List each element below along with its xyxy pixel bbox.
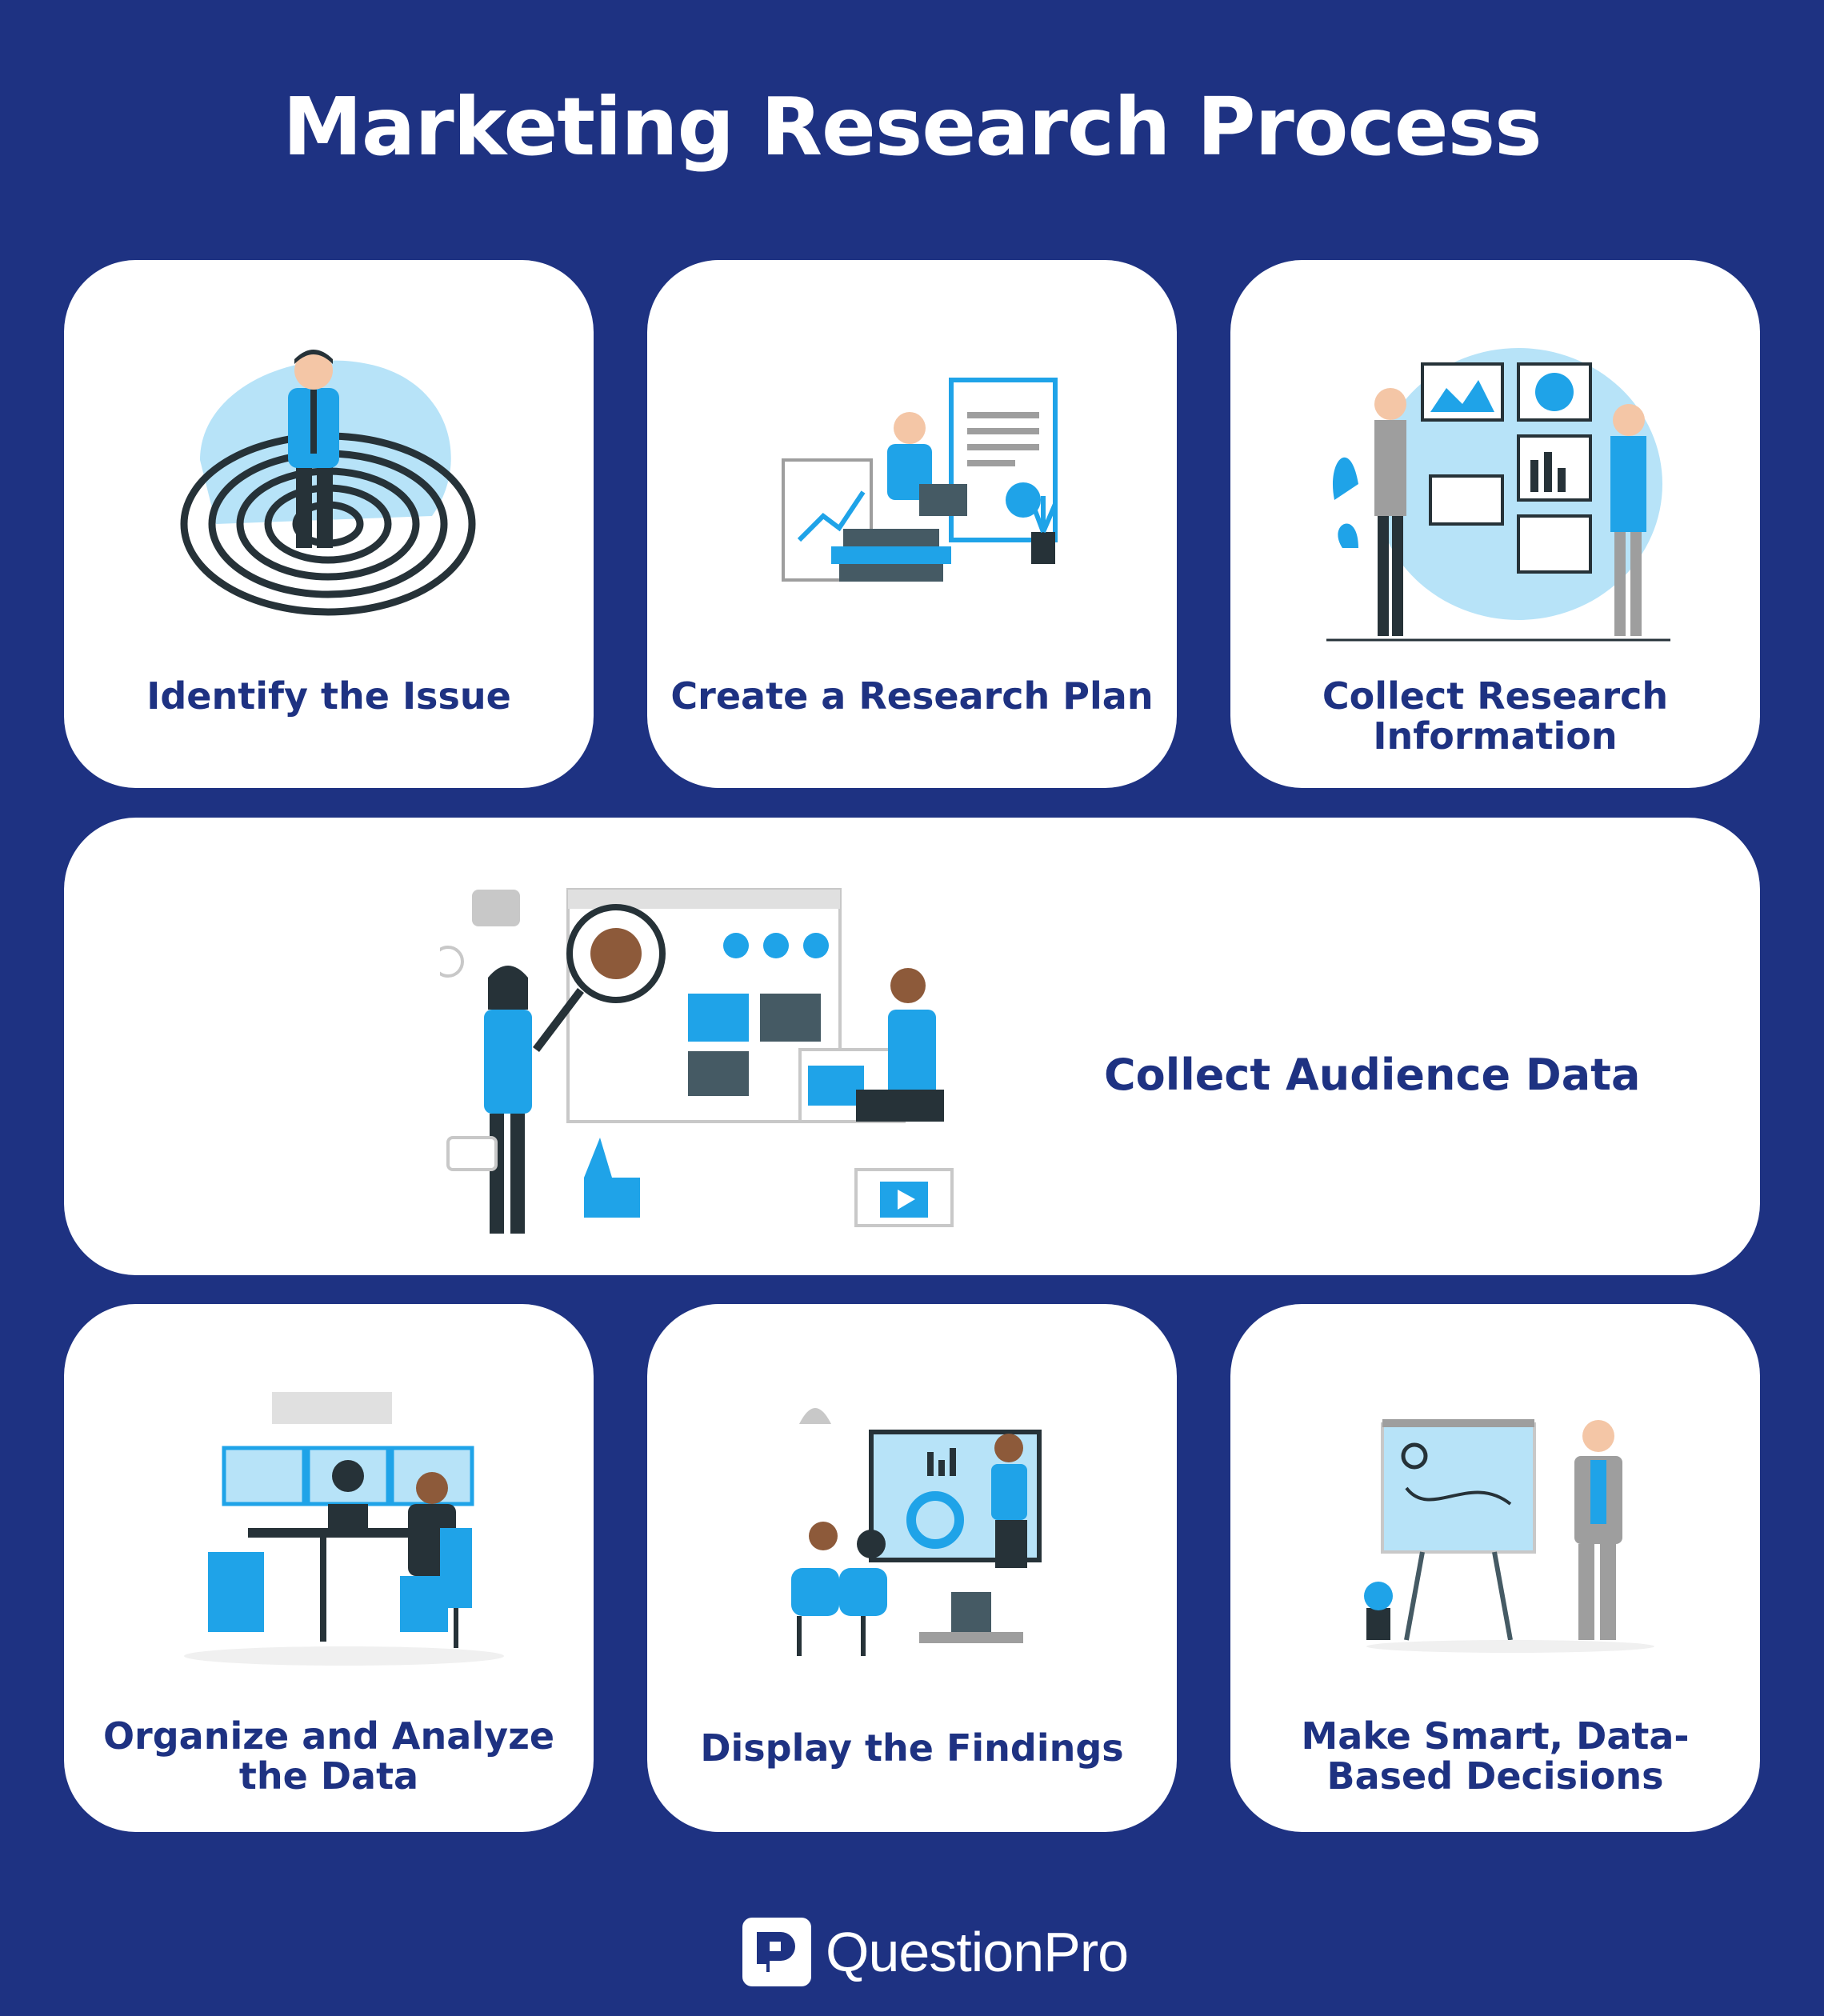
step-card-identify-issue: Identify the Issue [64,260,594,788]
step-label: Collect Audience Data [1104,1050,1641,1100]
page-title: Marketing Research Process [282,80,1542,174]
step-card-decisions: Make Smart, Data- Based Decisions [1230,1304,1760,1832]
step-label: Make Smart, Data- Based Decisions [1301,1714,1690,1798]
step-label: Collect Research Information [1322,674,1669,758]
footer-brand: QuestionPro [742,1916,1129,1988]
step-card-display-findings: Display the Findings [647,1304,1177,1832]
step-label: Identify the Issue [146,674,511,718]
audience-data-icon [440,888,954,1234]
step-card-research-plan: Create a Research Plan [647,260,1177,788]
collect-information-icon [1326,348,1670,642]
maze-person-icon [180,350,476,616]
step-card-collect-information: Collect Research Information [1230,260,1760,788]
display-findings-icon [791,1408,1042,1656]
step-card-analyze-data: Organize and Analyze the Data [64,1304,594,1832]
questionpro-logo-icon [742,1918,811,1986]
decisions-icon [1364,1419,1654,1653]
brand-name: QuestionPro [826,1921,1129,1983]
step-label: Create a Research Plan [670,674,1154,718]
analyze-data-icon [184,1392,504,1666]
step-label: Organize and Analyze the Data [102,1714,555,1798]
research-plan-icon [782,378,1058,582]
step-card-audience-data: Collect Audience Data [64,818,1760,1275]
step-label: Display the Findings [700,1726,1124,1770]
